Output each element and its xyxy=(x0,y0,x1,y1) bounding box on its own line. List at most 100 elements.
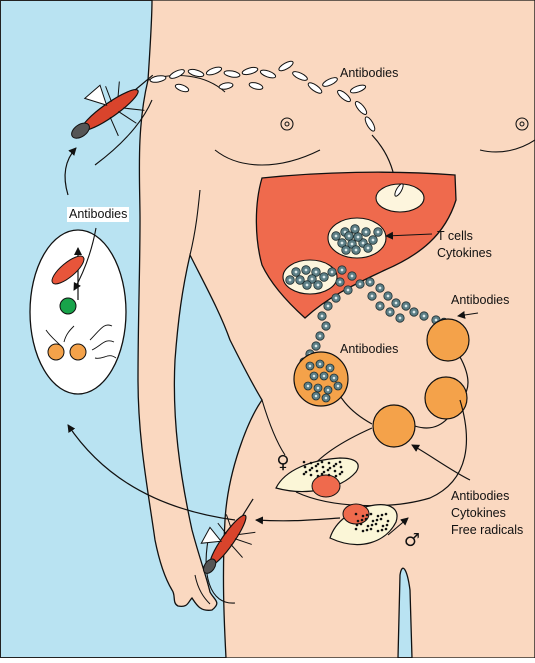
merozoite-icon xyxy=(334,382,342,390)
pigment-dot xyxy=(339,461,342,464)
pigment-dot xyxy=(329,467,332,470)
merozoite-icon xyxy=(310,372,318,380)
pigment-dot xyxy=(315,465,318,468)
merozoite-icon xyxy=(318,312,326,320)
merozoite-icon xyxy=(332,294,340,302)
pigment-dot xyxy=(323,471,326,474)
pigment-dot xyxy=(310,474,313,477)
merozoite-icon xyxy=(322,322,330,330)
merozoite-icon xyxy=(330,374,338,382)
pigment-dot xyxy=(321,473,324,476)
label-cytokines: Cytokines xyxy=(437,246,492,261)
pigment-dot xyxy=(317,475,320,478)
merozoite-icon xyxy=(362,228,371,237)
merozoite-icon xyxy=(332,232,341,241)
pigment-dot xyxy=(366,514,369,517)
red-blood-cell-icon xyxy=(425,377,467,419)
label-antibodies-right: Antibodies xyxy=(451,293,509,308)
pigment-dot xyxy=(310,462,313,465)
merozoite-icon xyxy=(338,266,346,274)
pigment-dot xyxy=(316,470,319,473)
merozoite-icon xyxy=(316,332,324,340)
merozoite-icon xyxy=(364,244,373,253)
label-tcells: T cells xyxy=(437,229,473,244)
merozoite-icon xyxy=(306,362,314,370)
merozoite-icon xyxy=(386,308,394,316)
merozoite-icon xyxy=(392,299,400,307)
label-antibodies-middle: Antibodies xyxy=(340,342,398,357)
pigment-dot xyxy=(311,467,314,470)
pigment-dot xyxy=(372,520,375,523)
merozoite-icon xyxy=(345,232,354,241)
merozoite-icon xyxy=(356,280,364,288)
merozoite-icon xyxy=(292,268,301,277)
pigment-dot xyxy=(376,519,379,522)
pigment-dot xyxy=(362,530,365,533)
pigment-dot xyxy=(386,524,389,527)
merozoite-icon xyxy=(351,225,360,234)
pigment-dot xyxy=(365,518,368,521)
merozoite-icon xyxy=(314,281,323,290)
merozoite-icon xyxy=(328,268,336,276)
red-blood-cell-icon xyxy=(427,319,469,361)
merozoite-icon xyxy=(344,286,352,294)
merozoite-icon xyxy=(302,266,311,275)
pigment-dot xyxy=(375,523,378,526)
merozoite-icon xyxy=(322,394,330,402)
pigment-dot xyxy=(322,466,325,469)
merozoite-icon xyxy=(376,302,384,310)
pigment-dot xyxy=(362,515,365,518)
merozoite-icon xyxy=(304,382,312,390)
merozoite-icon xyxy=(402,302,410,310)
merozoite-icon xyxy=(324,302,332,310)
merozoite-icon xyxy=(303,281,312,290)
merozoite-icon xyxy=(352,246,361,255)
pigment-dot xyxy=(370,513,373,516)
label-antibodies-top: Antibodies xyxy=(340,66,398,81)
pigment-dot xyxy=(304,466,307,469)
male-symbol: ♂ xyxy=(404,530,420,551)
pigment-dot xyxy=(341,471,344,474)
pigment-dot xyxy=(303,473,306,476)
merozoite-icon xyxy=(348,272,356,280)
pigment-dot xyxy=(361,519,364,522)
pigment-dot xyxy=(355,513,358,516)
pigment-dot xyxy=(309,469,312,472)
merozoite-icon xyxy=(326,364,334,372)
pigment-dot xyxy=(335,463,338,466)
merozoite-icon xyxy=(324,386,332,394)
pigment-dot xyxy=(355,528,358,531)
pigment-dot xyxy=(303,461,306,464)
merozoite-icon xyxy=(286,276,295,285)
label-bottom-cytokines: Cytokines xyxy=(451,506,506,521)
pigment-dot xyxy=(321,461,324,464)
gametocyte-icon xyxy=(60,298,76,314)
pigment-dot xyxy=(377,515,380,518)
label-bottom-free-radicals: Free radicals xyxy=(451,523,523,538)
pigment-dot xyxy=(340,466,343,469)
female-symbol: ♀ xyxy=(276,452,289,473)
merozoite-icon xyxy=(336,278,344,286)
merozoite-icon xyxy=(384,292,392,300)
merozoite-icon xyxy=(342,246,351,255)
pigment-dot xyxy=(370,528,373,531)
merozoite-icon xyxy=(374,228,383,237)
pigment-dot xyxy=(385,528,388,531)
merozoite-icon xyxy=(354,233,363,242)
pigment-dot xyxy=(366,529,369,532)
merozoite-icon xyxy=(316,360,324,368)
pigment-dot xyxy=(385,513,388,516)
pigment-dot xyxy=(387,520,390,523)
pigment-dot xyxy=(367,525,370,528)
pigment-dot xyxy=(356,524,359,527)
pigment-dot xyxy=(335,475,338,478)
pigment-dot xyxy=(381,514,384,517)
merozoite-icon xyxy=(376,284,384,292)
mosquito-midgut xyxy=(30,230,126,394)
merozoite-icon xyxy=(320,372,328,380)
pigment-dot xyxy=(377,530,380,533)
pigment-dot xyxy=(382,525,385,528)
merozoite-icon xyxy=(368,292,376,300)
pigment-dot xyxy=(360,523,363,526)
